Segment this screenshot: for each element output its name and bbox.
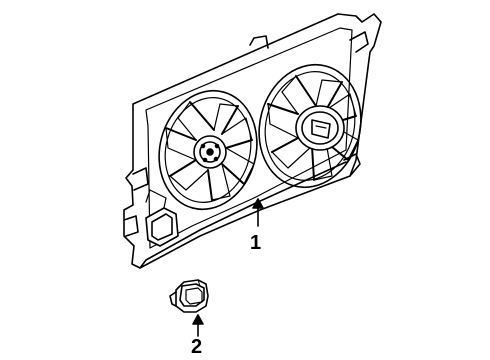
fan-connector	[169, 279, 209, 313]
callout-1-leader	[252, 198, 264, 227]
left-fan	[158, 89, 258, 211]
callout-label-2: 2	[191, 336, 203, 358]
fan-shroud	[123, 13, 382, 269]
fan-motor-housing	[145, 189, 179, 247]
right-fan-motor	[295, 105, 345, 151]
right-fan	[258, 63, 362, 189]
left-fan-hub	[193, 135, 227, 169]
callout-2-leader	[192, 314, 204, 337]
callout-label-1: 1	[250, 232, 262, 254]
